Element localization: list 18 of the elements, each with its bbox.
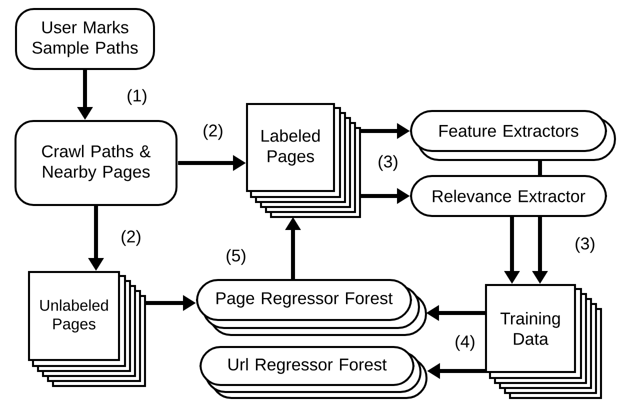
- connector-line: [538, 160, 542, 175]
- pill-box: Relevance Extractor: [410, 175, 607, 217]
- pill-box: Url Regressor Forest: [200, 346, 428, 399]
- edge-label: (5): [224, 248, 248, 266]
- node-label: Url Regressor Forest: [228, 358, 387, 374]
- edge-label: (3): [376, 154, 400, 172]
- pill-box: Page Regressor Forest: [196, 278, 427, 336]
- document-stack: Unlabeled Pages: [28, 271, 146, 387]
- process-box: User Marks Sample Paths: [15, 8, 155, 70]
- pill-box: Feature Extractors: [410, 110, 616, 161]
- edge-label: (4): [454, 334, 476, 352]
- edge-label: (3): [574, 236, 596, 254]
- edge-label: (2): [202, 123, 224, 141]
- document-stack: Labeled Pages: [246, 103, 361, 218]
- edge-label: (1): [126, 88, 148, 106]
- edge-label: (2): [120, 229, 142, 247]
- process-box: Crawl Paths & Nearby Pages: [14, 120, 178, 206]
- document-stack: Training Data: [485, 284, 602, 399]
